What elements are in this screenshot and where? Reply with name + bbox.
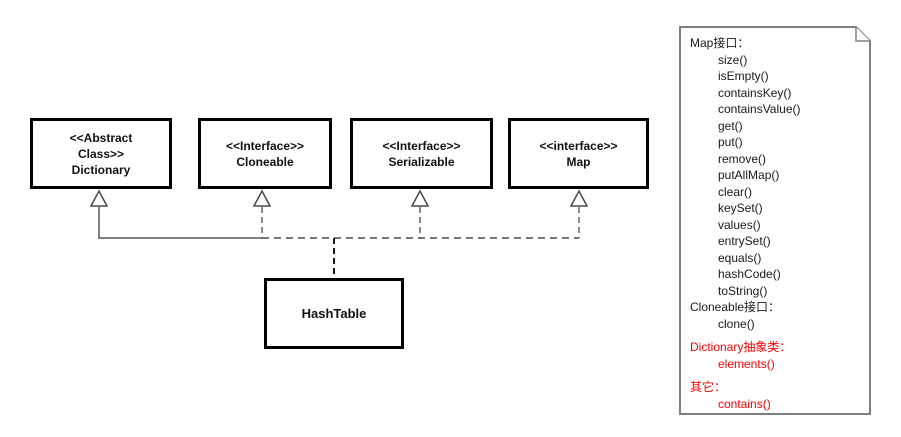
note-method: elements(): [718, 356, 775, 371]
stereotype-line: <<Abstract: [69, 130, 133, 145]
note-method: put(): [718, 135, 743, 149]
stereotype-line: <<Interface>>: [225, 138, 305, 153]
class-box-serializable: <<Interface>> Serializable: [350, 118, 493, 189]
note-method: hashCode(): [718, 267, 781, 281]
note-section-title: Dictionary抽象类：: [690, 340, 792, 354]
stereotype-line: <<Interface>>: [382, 138, 461, 153]
realization-edge-serializable: [410, 189, 430, 238]
note-fold-icon: [855, 27, 870, 42]
stereotype-line: Class>>: [77, 146, 125, 161]
realization-arrowhead-icon: [569, 189, 589, 207]
note-method: size(): [718, 52, 748, 67]
note-annotation: Map接口： size() isEmpty() containsKey() co…: [680, 27, 870, 412]
note-section-title: Cloneable接口：: [690, 300, 781, 314]
note-shape: [679, 26, 871, 415]
class-box-dictionary: <<Abstract Class>> Dictionary: [30, 118, 172, 189]
class-name: Serializable: [388, 154, 455, 169]
realization-edge-cloneable: [252, 189, 272, 238]
class-name: Dictionary: [71, 162, 131, 177]
note-method: keySet(): [718, 201, 763, 215]
class-box-cloneable: <<Interface>> Cloneable: [198, 118, 332, 189]
note-method: clear(): [718, 184, 753, 199]
realization-arrowhead-icon: [252, 189, 272, 207]
realization-edge-map: [569, 189, 589, 238]
note-section-title: Map接口：: [690, 36, 750, 50]
class-box-map: <<interface>> Map: [508, 118, 649, 189]
note-method: contains(): [718, 396, 771, 411]
class-name: HashTable: [301, 305, 367, 321]
note-method: equals(): [718, 250, 762, 265]
note-method: remove(): [718, 151, 767, 166]
note-method: clone(): [718, 316, 755, 331]
note-method: containsKey(): [718, 85, 792, 100]
note-method: values(): [718, 217, 761, 232]
note-method: get(): [718, 118, 743, 133]
realization-arrowhead-icon: [410, 189, 430, 207]
note-section-title: 其它：: [690, 380, 727, 394]
note-method: containsValue(): [718, 102, 801, 116]
note-method: toString(): [718, 283, 768, 298]
note-method: entrySet(): [718, 234, 771, 248]
class-name: Cloneable: [236, 154, 294, 169]
class-name: Map: [566, 154, 591, 169]
generalization-arrowhead-icon: [89, 189, 109, 207]
stereotype-line: <<interface>>: [539, 138, 618, 153]
note-method: isEmpty(): [718, 69, 769, 83]
class-box-hashtable: HashTable: [264, 278, 404, 349]
note-method: putAllMap(): [718, 168, 780, 182]
generalization-edge-dictionary: [89, 189, 262, 239]
